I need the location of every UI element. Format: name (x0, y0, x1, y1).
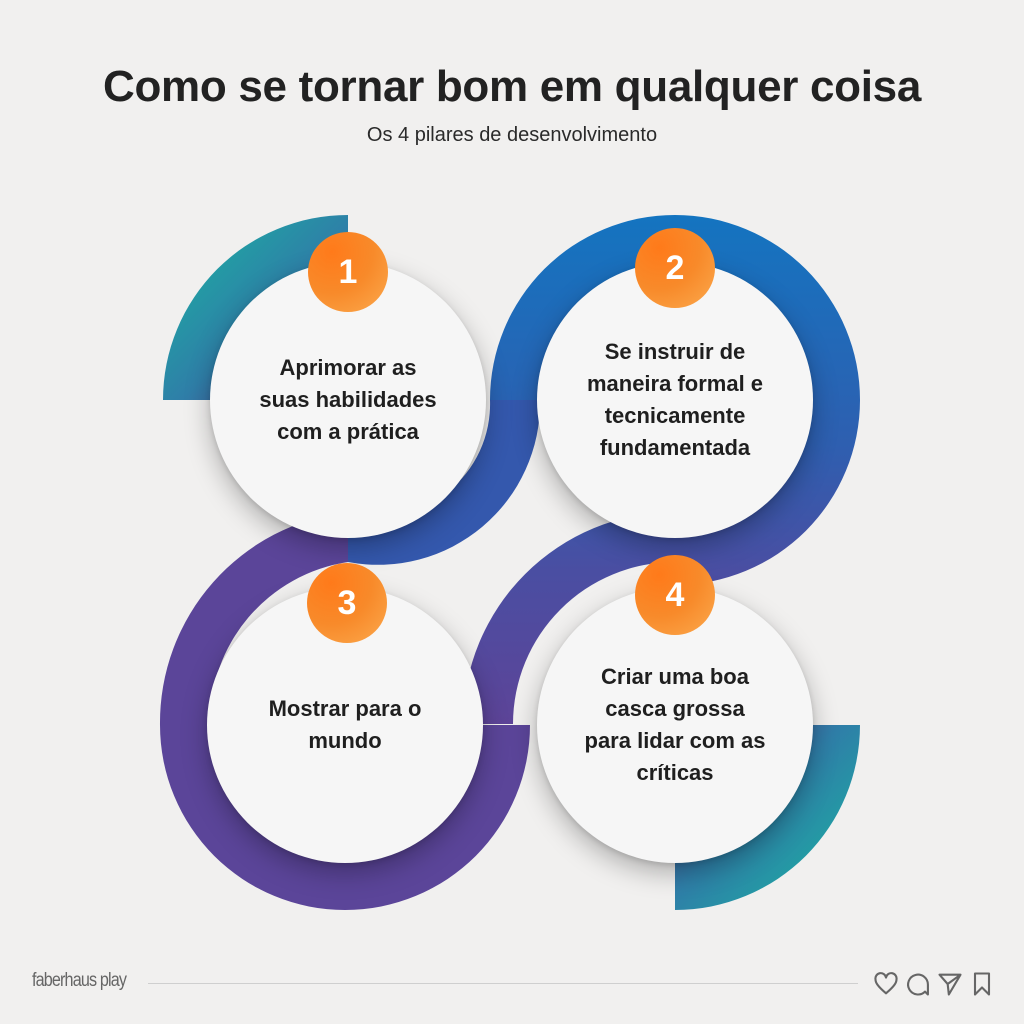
ribbon-end-arc (675, 725, 860, 910)
brand-logo: faberhaus play (32, 970, 127, 991)
social-actions (872, 970, 996, 998)
step-number-badge: 1 (308, 232, 388, 312)
ribbon-ring-2 (463, 215, 860, 724)
step-number-badge: 4 (635, 555, 715, 635)
footer-divider (148, 983, 858, 984)
ribbon-start-arc (163, 215, 348, 400)
step-text: Aprimorar as suas habilidades com a prát… (259, 355, 437, 444)
bookmark-icon[interactable] (968, 970, 996, 998)
page-title: Como se tornar bom em qualquer coisa (102, 62, 922, 111)
step-card-2: Se instruir de maneira formal e tecnicam… (537, 262, 813, 538)
step-text: Se instruir de maneira formal e tecnicam… (586, 339, 764, 460)
comment-icon[interactable] (904, 970, 932, 998)
step-text: Mostrar para o mundo (268, 696, 422, 753)
heart-icon[interactable] (872, 970, 900, 998)
step-number-badge: 2 (635, 228, 715, 308)
step-card-4: Criar uma boa casca grossa para lidar co… (537, 587, 813, 863)
send-icon[interactable] (936, 970, 964, 998)
step-number-badge: 3 (307, 563, 387, 643)
page-subtitle: Os 4 pilares de desenvolvimento (366, 124, 658, 146)
ribbon-ring-3 (159, 512, 531, 910)
step-text: Criar uma boa casca grossa para lidar co… (584, 664, 766, 785)
